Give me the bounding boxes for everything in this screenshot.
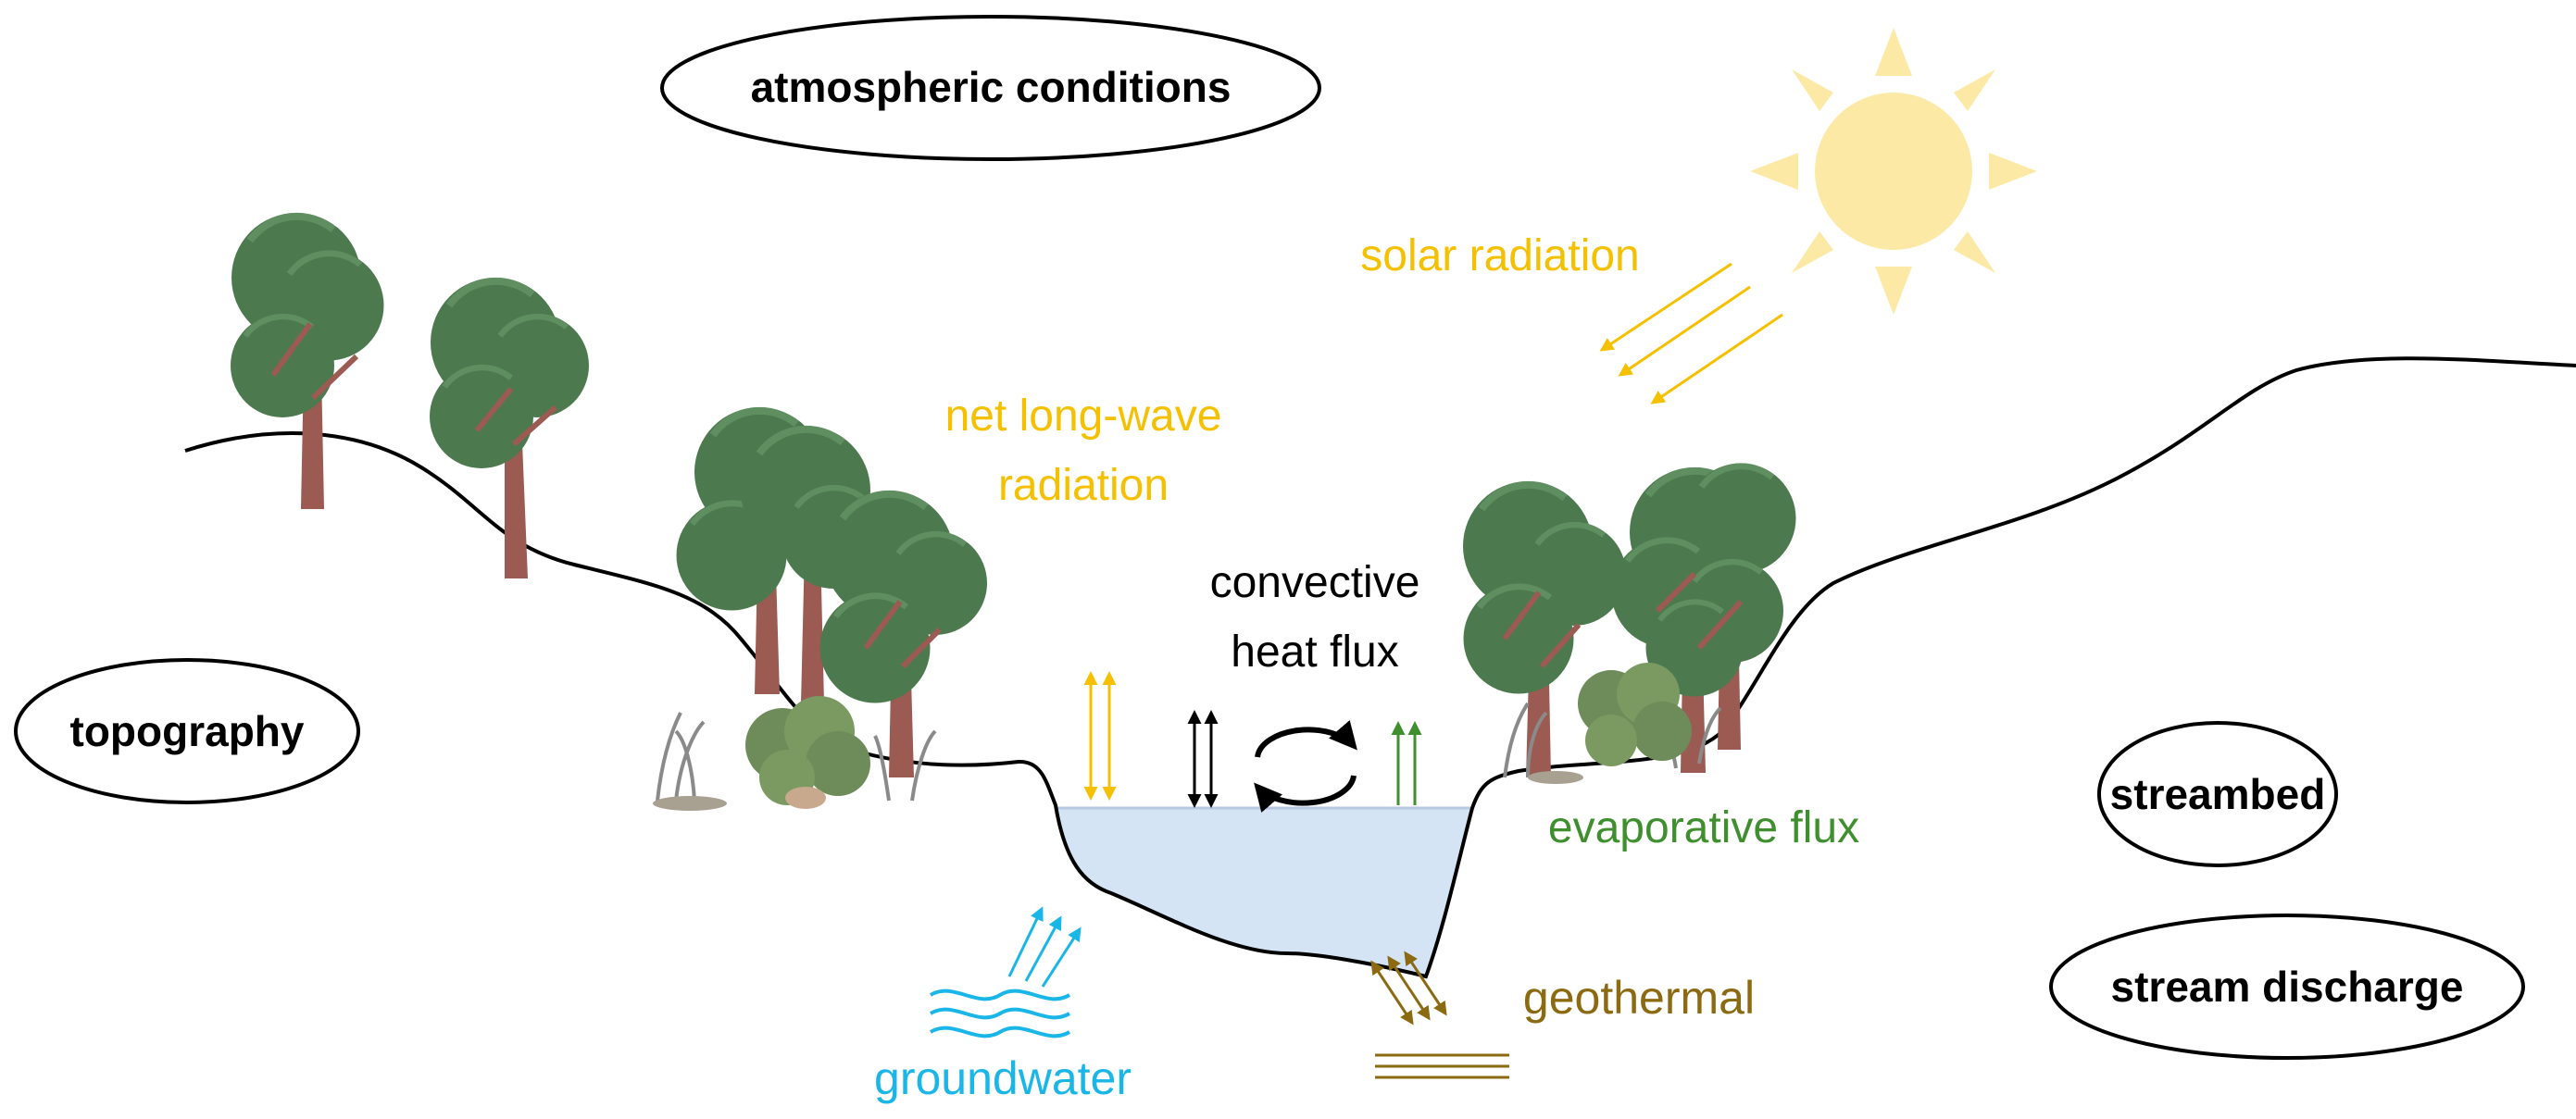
geothermal-label: geothermal	[1523, 972, 1755, 1024]
evaporative-arrows	[1391, 721, 1422, 805]
terrain-profile	[184, 356, 2576, 979]
tree-group-right	[1463, 464, 1796, 697]
stream-water	[1056, 808, 1472, 976]
longwave-arrows	[1083, 671, 1117, 801]
evaporative-flux-label: evaporative flux	[1548, 803, 1859, 852]
geothermal-layers-icon	[1375, 1053, 1509, 1079]
convective-label-line2: heat flux	[1231, 628, 1398, 677]
stream-discharge-ellipse	[2049, 914, 2525, 1060]
streambed-label: streambed	[2110, 770, 2326, 818]
tree-1	[231, 213, 384, 417]
solar-radiation-label: solar radiation	[1360, 231, 1640, 280]
streambed-ellipse	[2097, 721, 2338, 867]
bush-left	[653, 696, 937, 811]
groundwater-label: groundwater	[874, 1052, 1132, 1104]
groundwater-waves-icon	[929, 988, 1071, 1038]
bush-right	[1503, 663, 1722, 784]
topography-label: topography	[70, 707, 305, 755]
tree-2	[430, 278, 589, 468]
tree-group-left	[677, 407, 988, 703]
solar-radiation-arrows	[1599, 262, 1783, 404]
longwave-label-line1: net long-wave	[945, 392, 1222, 441]
atmospheric-conditions-ellipse	[660, 15, 1321, 161]
circulation-icon	[1254, 720, 1357, 813]
convective-arrows	[1187, 710, 1219, 808]
stream-discharge-label: stream discharge	[2111, 963, 2464, 1011]
topography-ellipse	[14, 658, 360, 804]
atmospheric-conditions-label: atmospheric conditions	[751, 63, 1232, 111]
longwave-label-line2: radiation	[998, 461, 1169, 510]
convective-label-line1: convective	[1210, 558, 1420, 607]
geothermal-arrows	[1370, 951, 1447, 1026]
groundwater-arrows	[1007, 906, 1082, 988]
sun-icon	[1750, 28, 2037, 315]
